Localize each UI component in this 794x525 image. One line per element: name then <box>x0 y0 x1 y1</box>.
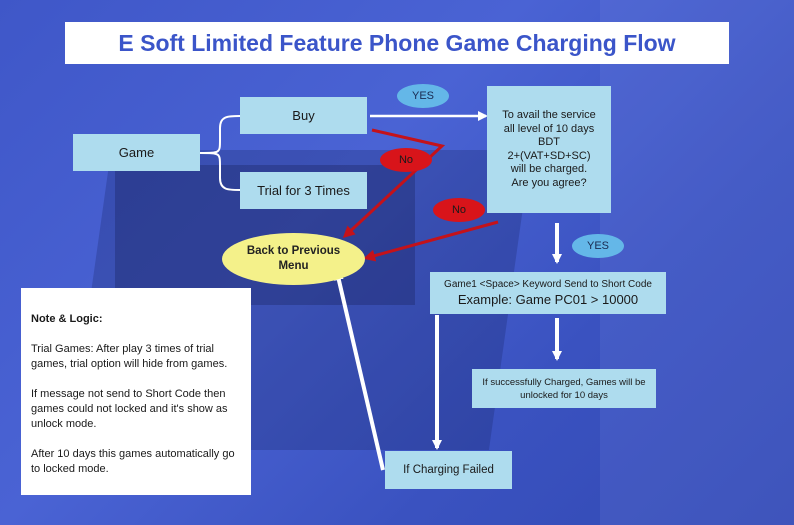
note-logic-panel: Note & Logic: Trial Games: After play 3 … <box>21 288 251 495</box>
keyword-example: Example: Game PC01 > 10000 <box>457 292 639 307</box>
arrow-buy-no-to-back <box>342 128 446 239</box>
service-line: will be charged. <box>510 163 588 175</box>
note-paragraph-trial: Trial Games: After play 3 times of trial… <box>31 343 228 370</box>
keyword-node: Game1 <Space> Keyword Send to Short Code… <box>430 272 666 314</box>
yes-label-top: YES <box>397 84 449 108</box>
no-label-left: No <box>380 148 432 172</box>
service-line: 2+(VAT+SD+SC) <box>507 149 591 162</box>
no-label-right: No <box>433 198 485 222</box>
buy-label: Buy <box>292 108 315 123</box>
no-text: No <box>398 154 414 166</box>
back-to-previous-menu-node: Back to Previous Menu <box>222 233 365 285</box>
service-line: To avail the service <box>502 109 596 121</box>
arrow-service-no-to-back <box>363 220 499 262</box>
service-line: BDT <box>538 136 560 148</box>
back-line: Menu <box>278 260 309 272</box>
arrow-failed-to-back <box>333 270 385 471</box>
success-line: If successfully Charged, Games will be <box>482 376 646 388</box>
back-line: Back to Previous <box>246 245 341 257</box>
yes-text: YES <box>411 90 434 102</box>
success-line: unlocked for 10 days <box>520 389 608 401</box>
yes-text: YES <box>586 240 609 252</box>
charging-failed-node: If Charging Failed <box>385 451 512 489</box>
trial-node: Trial for 3 Times <box>240 172 367 209</box>
service-line: Are you agree? <box>511 176 587 189</box>
buy-node: Buy <box>240 97 367 134</box>
failed-label: If Charging Failed <box>403 464 494 476</box>
service-line: all level of 10 days <box>503 122 595 135</box>
trial-label: Trial for 3 Times <box>257 183 350 198</box>
note-paragraph-locked: After 10 days this games automatically g… <box>31 448 235 475</box>
keyword-instruction: Game1 <Space> Keyword Send to Short Code <box>444 279 652 290</box>
page-title: E Soft Limited Feature Phone Game Chargi… <box>118 29 676 56</box>
title-banner: E Soft Limited Feature Phone Game Chargi… <box>65 22 729 64</box>
brace-connector <box>199 115 241 154</box>
note-paragraph-shortcode: If message not send to Short Code then g… <box>31 388 228 430</box>
game-label: Game <box>118 145 155 160</box>
yes-label-right: YES <box>572 234 624 258</box>
note-heading: Note & Logic: <box>31 313 103 325</box>
brace-connector-lower <box>199 152 241 191</box>
no-text: No <box>451 204 467 216</box>
service-charge-node: To avail the service all level of 10 day… <box>487 86 611 213</box>
bg-person-shape <box>600 0 794 525</box>
game-node: Game <box>73 134 200 171</box>
success-node: If successfully Charged, Games will be u… <box>472 369 656 408</box>
